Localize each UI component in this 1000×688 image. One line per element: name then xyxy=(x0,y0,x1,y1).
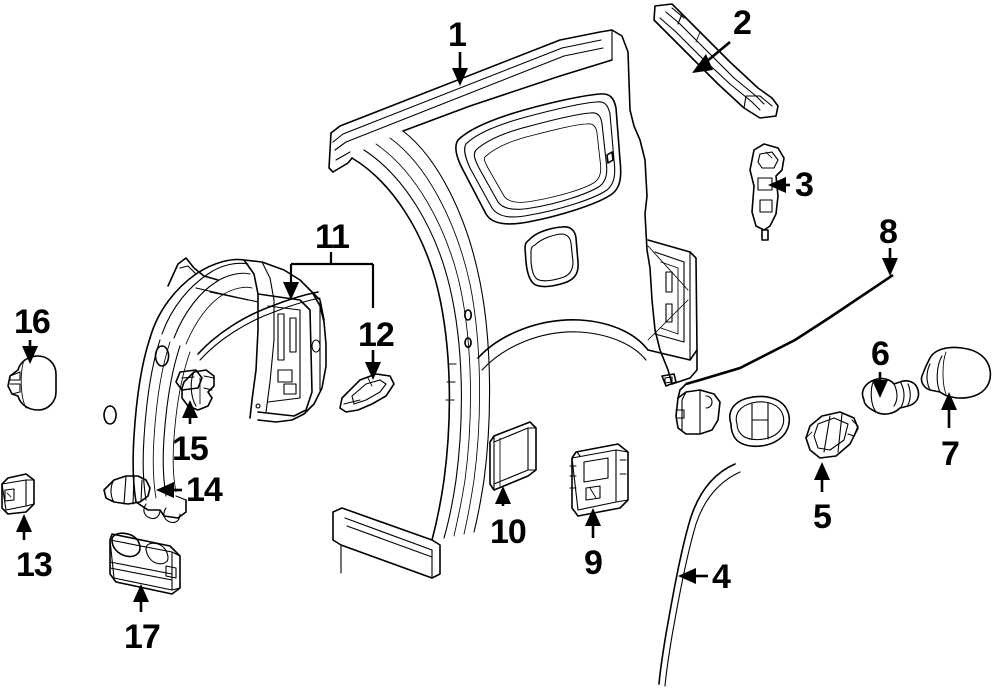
part-push-pin-clip[interactable] xyxy=(181,369,215,411)
part-fuel-filler-rod[interactable] xyxy=(677,273,894,399)
callout-label-16[interactable]: 16 xyxy=(14,303,51,341)
callout-label-8[interactable]: 8 xyxy=(879,213,898,251)
callout-label-4[interactable]: 4 xyxy=(712,558,731,596)
callout-label-10[interactable]: 10 xyxy=(490,513,527,551)
leader-7 xyxy=(941,392,957,428)
part-fuel-door-hinge-clip[interactable] xyxy=(805,411,859,459)
leader-17 xyxy=(133,584,149,612)
part-control-module-bracket[interactable] xyxy=(569,443,629,517)
leader-6 xyxy=(872,372,888,398)
part-fender-liner-assembly[interactable] xyxy=(103,257,327,524)
callout-label-5[interactable]: 5 xyxy=(813,498,832,536)
callout-label-17[interactable]: 17 xyxy=(124,618,161,656)
callout-label-7[interactable]: 7 xyxy=(941,435,960,473)
callout-label-14[interactable]: 14 xyxy=(186,471,223,509)
leader-16 xyxy=(22,340,38,364)
leader-4 xyxy=(678,568,708,584)
callout-label-1[interactable]: 1 xyxy=(448,16,467,54)
callout-label-6[interactable]: 6 xyxy=(871,335,890,373)
leader-10 xyxy=(495,486,511,506)
callout-label-9[interactable]: 9 xyxy=(584,544,603,582)
part-liner-shield-bracket[interactable] xyxy=(339,373,395,413)
part-channel-reinforcement[interactable] xyxy=(489,421,537,491)
callout-label-12[interactable]: 12 xyxy=(358,316,395,354)
leader-11 xyxy=(283,252,375,308)
part-screw-grommet[interactable] xyxy=(103,475,151,505)
callout-label-11[interactable]: 11 xyxy=(315,218,350,256)
callout-label-3[interactable]: 3 xyxy=(795,166,814,204)
leader-5 xyxy=(814,462,830,492)
callout-label-15[interactable]: 15 xyxy=(172,430,209,468)
leader-14 xyxy=(156,482,182,498)
callout-label-2[interactable]: 2 xyxy=(733,4,752,42)
part-mounting-bracket-plate[interactable] xyxy=(109,532,181,595)
part-retainer-clip-lower[interactable] xyxy=(1,473,35,515)
leader-8 xyxy=(882,248,898,276)
part-quarter-panel-outer[interactable] xyxy=(328,29,698,579)
part-fuel-filler-opener-cable[interactable] xyxy=(658,395,791,687)
part-roof-side-rail-reinforcement[interactable] xyxy=(653,3,779,119)
part-rubber-cap-plug[interactable] xyxy=(920,346,992,399)
leader-13 xyxy=(16,514,32,540)
part-filler-housing[interactable] xyxy=(661,373,721,435)
leader-12 xyxy=(365,350,381,380)
part-body-side-bracket[interactable] xyxy=(749,143,785,241)
leader-1 xyxy=(452,52,468,86)
leader-2 xyxy=(692,41,731,73)
part-grommet-nut[interactable] xyxy=(861,377,920,415)
callout-label-13[interactable]: 13 xyxy=(16,546,53,584)
leader-9 xyxy=(585,508,601,538)
leader-15 xyxy=(182,400,198,424)
part-liner-fastener-clip[interactable] xyxy=(7,355,57,411)
leader-3 xyxy=(768,177,790,193)
